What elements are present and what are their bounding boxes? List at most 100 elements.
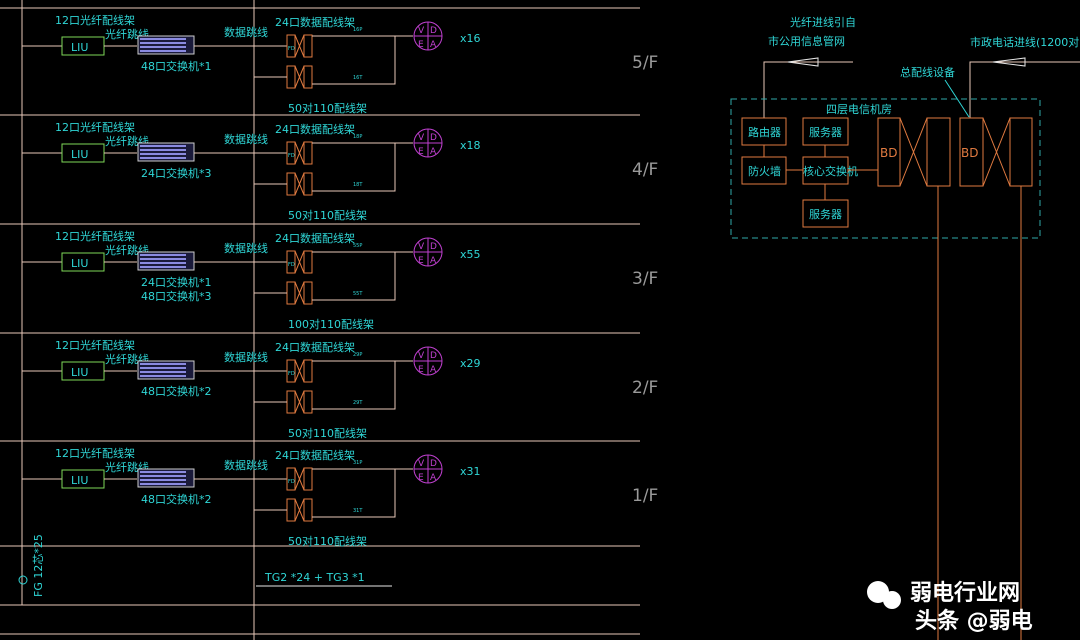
- outlet-letter: E: [418, 365, 424, 375]
- outlet-letter: D: [430, 459, 437, 469]
- fiber-panel-label: 12口光纤配线架: [55, 338, 135, 352]
- switch-label: 48口交换机*3: [141, 289, 212, 303]
- switch-icon: [137, 468, 195, 488]
- voice-pair-label: 16T: [353, 75, 363, 81]
- liu-label: LIU: [71, 257, 88, 270]
- fd-label: FD: [288, 153, 295, 159]
- watermark-text: 弱电行业网: [910, 580, 1020, 606]
- voice-patch-panel: [286, 390, 313, 414]
- fiber-panel-label: 12口光纤配线架: [55, 229, 135, 243]
- outlet-count: x31: [460, 465, 481, 478]
- outlet-count: x16: [460, 32, 481, 45]
- data-patch-panel: [286, 359, 313, 383]
- switch-icon: [137, 360, 195, 380]
- fd-label: FD: [288, 479, 295, 485]
- voice-panel-label: 50对110配线架: [288, 208, 367, 222]
- outlet-letter: V: [418, 459, 425, 469]
- bd-box: [959, 117, 984, 187]
- core-switch-label: 核心交换机: [803, 164, 858, 178]
- voice-patch-panel: [286, 498, 313, 522]
- outlet-letter: E: [418, 473, 424, 483]
- outlet-letter: A: [430, 473, 437, 483]
- outlet-letter: A: [430, 256, 437, 266]
- fd-label: FD: [288, 371, 295, 377]
- bd-box: [877, 117, 901, 187]
- riser-labels: FG 12芯*25 TG2 *24 + TG3 *1: [18, 534, 392, 597]
- floor-label: 2/F: [632, 378, 658, 398]
- outlet-letter: E: [418, 40, 424, 50]
- machine-room-boundary: [730, 98, 1041, 239]
- outlet-letter: D: [430, 351, 437, 361]
- voice-panel-label: 50对110配线架: [288, 426, 367, 440]
- phone-in-label: 市政电话进线(1200对): [970, 35, 1080, 49]
- machine-room-title: 四层电信机房: [826, 102, 892, 116]
- server-label: 服务器: [809, 208, 842, 221]
- outlet-letter: V: [418, 26, 425, 36]
- floor-5f: 12口光纤配线架LIU光纤跳线48口交换机*1数据跳线24口数据配线架FD16P…: [22, 13, 658, 115]
- switch-icon: [137, 251, 195, 271]
- outlet-letter: V: [418, 242, 425, 252]
- fd-label: FD: [288, 262, 295, 268]
- main-distribution-label: 总配线设备: [900, 65, 955, 79]
- floor-1f: 12口光纤配线架LIU光纤跳线48口交换机*2数据跳线24口数据配线架FD31P…: [22, 446, 658, 548]
- floor-label: 5/F: [632, 53, 658, 73]
- data-jumper-label: 数据跳线: [224, 132, 268, 146]
- floor-2f: 12口光纤配线架LIU光纤跳线48口交换机*2数据跳线24口数据配线架FD29P…: [22, 338, 658, 440]
- cable-symbol-icon: [18, 575, 28, 585]
- data-pair-label: 18P: [353, 134, 362, 140]
- cable-label: TG2 *24 + TG3 *1: [264, 571, 365, 584]
- voice-panel-label: 50对110配线架: [288, 101, 367, 115]
- fiber-in-label-1: 光纤进线引自: [790, 15, 856, 29]
- switch-label: 48口交换机*1: [141, 59, 212, 73]
- voice-pair-label: 29T: [353, 400, 363, 406]
- switch-label: 48口交换机*2: [141, 492, 212, 506]
- data-panel-label: 24口数据配线架: [275, 448, 355, 462]
- router-label: 路由器: [748, 125, 781, 139]
- bd-label: BD: [880, 146, 897, 160]
- outlet-letter: A: [430, 40, 437, 50]
- machine-room: 光纤进线引自 市公用信息管网 市政电话进线(1200对) 总配线设备 四层电信机…: [730, 15, 1080, 640]
- data-jumper-label: 数据跳线: [224, 241, 268, 255]
- server-label: 服务器: [809, 126, 842, 139]
- outlet-letter: E: [418, 147, 424, 157]
- data-patch-panel: [286, 34, 313, 58]
- floor-4f: 12口光纤配线架LIU光纤跳线24口交换机*3数据跳线24口数据配线架FD18P…: [22, 120, 658, 222]
- liu-label: LIU: [71, 148, 88, 161]
- fiber-panel-label: 12口光纤配线架: [55, 13, 135, 27]
- data-jumper-label: 数据跳线: [224, 458, 268, 472]
- watermark-text: 头条 @弱电: [915, 608, 1033, 634]
- fiber-cable-label: FG 12芯*25: [31, 534, 45, 597]
- outlet-letter: D: [430, 26, 437, 36]
- data-jumper-label: 数据跳线: [224, 350, 268, 364]
- watermark: 弱电行业网 头条 @弱电: [867, 580, 1033, 634]
- outlet-letter: E: [418, 256, 424, 266]
- voice-panel-label: 50对110配线架: [288, 534, 367, 548]
- fd-label: FD: [288, 46, 295, 52]
- data-jumper-label: 数据跳线: [224, 25, 268, 39]
- diagram-frame: [0, 0, 640, 640]
- floor-label: 4/F: [632, 160, 658, 180]
- outlet-count: x18: [460, 139, 481, 152]
- voice-pair-label: 18T: [353, 182, 363, 188]
- outlet-letter: V: [418, 351, 425, 361]
- fiber-in-label-2: 市公用信息管网: [768, 34, 845, 48]
- voice-pair-label: 31T: [353, 508, 363, 514]
- data-pair-label: 31P: [353, 460, 362, 466]
- outlet-letter: D: [430, 133, 437, 143]
- switch-label: 24口交换机*1: [141, 275, 212, 289]
- outlet-letter: A: [430, 147, 437, 157]
- floor-label: 3/F: [632, 269, 658, 289]
- liu-label: LIU: [71, 366, 88, 379]
- data-patch-panel: [286, 467, 313, 491]
- outlet-letter: V: [418, 133, 425, 143]
- data-pair-label: 55P: [353, 243, 362, 249]
- data-panel-label: 24口数据配线架: [275, 340, 355, 354]
- voice-patch-panel: [286, 172, 313, 196]
- floor-3f: 12口光纤配线架LIU光纤跳线24口交换机*148口交换机*3数据跳线24口数据…: [22, 229, 658, 331]
- arrow-icon: [787, 57, 819, 67]
- liu-label: LIU: [71, 474, 88, 487]
